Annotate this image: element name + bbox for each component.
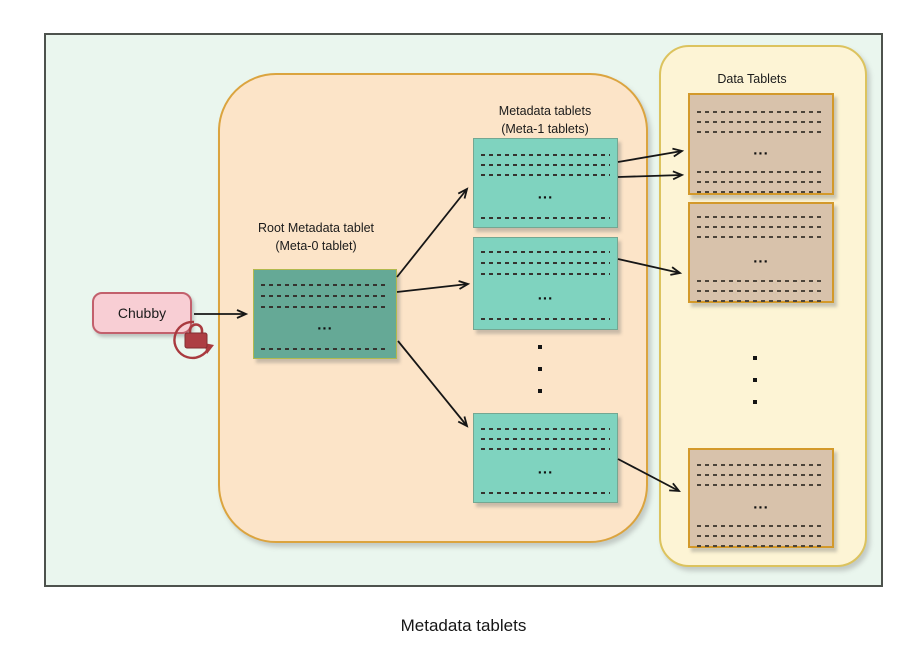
data-tablet-2: ... <box>688 202 834 303</box>
data-tablets-label: Data Tablets <box>717 72 787 86</box>
tablet-row-line <box>481 164 610 166</box>
tablet-row-line <box>481 318 610 320</box>
tablet-ellipsis: ... <box>537 286 554 304</box>
tablet-row-line <box>481 174 610 176</box>
tablet-ellipsis: ... <box>537 460 554 478</box>
tablet-row-line <box>697 464 825 466</box>
data-tablet-3: ... <box>688 448 834 548</box>
tablet-row-line <box>261 295 389 297</box>
meta1-tablet-1: ... <box>473 138 618 228</box>
dot <box>753 356 757 360</box>
tablet-row-line <box>697 290 825 292</box>
tablet-row-line <box>481 448 610 450</box>
tablet-row-line <box>697 525 825 527</box>
root-tablet-label-line1: Root Metadata tablet <box>257 221 375 235</box>
dot <box>538 389 542 393</box>
tablet-row-line <box>481 217 610 219</box>
tablet-row-line <box>697 300 825 302</box>
meta1-tablet-3: ... <box>473 413 618 503</box>
chubby-label: Chubby <box>117 305 167 321</box>
tablet-row-line <box>697 121 825 123</box>
dot <box>753 400 757 404</box>
vertical-ellipsis-data <box>753 356 757 422</box>
tablet-ellipsis: ... <box>753 141 769 159</box>
tablet-row-line <box>697 484 825 486</box>
meta1-tablets-label-line2: (Meta-1 tablets) <box>501 122 589 137</box>
tablet-row-line <box>697 181 825 183</box>
tablet-row-line <box>481 438 610 440</box>
data-tablet-1: ... <box>688 93 834 195</box>
tablet-row-line <box>481 251 610 253</box>
tablet-ellipsis: ... <box>753 495 769 513</box>
dot <box>753 378 757 382</box>
tablet-row-line <box>697 535 825 537</box>
tablet-row-line <box>697 280 825 282</box>
tablet-row-line <box>697 131 825 133</box>
tablet-row-line <box>481 273 610 275</box>
tablet-row-line <box>697 111 825 113</box>
diagram-caption: Metadata tablets <box>400 616 527 635</box>
tablet-row-line <box>481 492 610 494</box>
tablet-ellipsis: ... <box>753 249 769 267</box>
meta1-tablets-label-line1: Metadata tablets <box>498 104 592 118</box>
tablet-row-line <box>481 154 610 156</box>
tablet-row-line <box>697 545 825 547</box>
tablet-row-line <box>481 428 610 430</box>
tablet-row-line <box>697 216 825 218</box>
root-tablet-label-line2: (Meta-0 tablet) <box>275 239 357 254</box>
tablet-row-line <box>697 474 825 476</box>
dot <box>538 345 542 349</box>
root-tablet-label: Root Metadata tablet (Meta-0 tablet) <box>233 219 399 255</box>
tablet-row-line <box>481 262 610 264</box>
tablet-row-line <box>261 306 389 308</box>
dot <box>538 367 542 371</box>
meta1-tablet-2: ... <box>473 237 618 330</box>
tablet-ellipsis: ... <box>537 185 554 203</box>
chubby-box: Chubby <box>92 292 192 334</box>
tablet-row-line <box>697 191 825 193</box>
tablet-row-line <box>697 236 825 238</box>
tablet-row-line <box>697 226 825 228</box>
tablet-row-line <box>261 348 389 350</box>
meta1-tablets-label: Metadata tablets (Meta-1 tablets) <box>462 102 628 138</box>
tablet-row-line <box>697 171 825 173</box>
root-metadata-tablet: ... <box>253 269 397 359</box>
vertical-ellipsis-meta <box>538 345 542 411</box>
tablet-row-line <box>261 284 389 286</box>
tablet-ellipsis: ... <box>317 316 333 334</box>
